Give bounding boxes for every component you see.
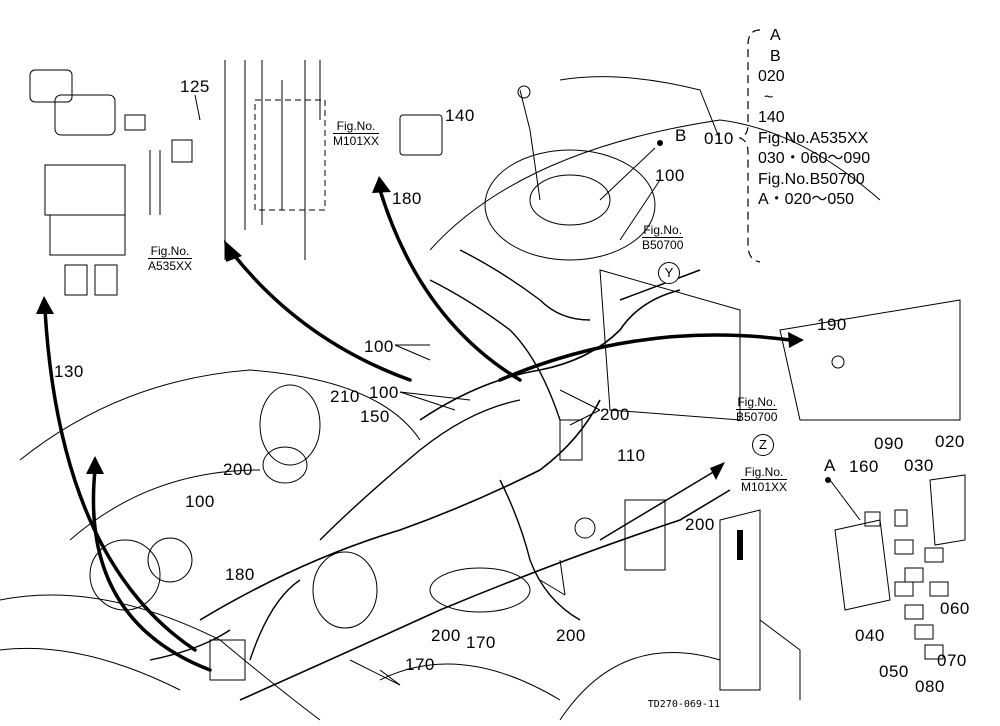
part-number-200: 200 (223, 460, 253, 479)
part-number-140: 140 (445, 106, 475, 125)
part-number-080: 080 (915, 677, 945, 696)
legend-line: ~ (764, 88, 774, 106)
fig-ref-a535xx: Fig.No. A535XX (148, 244, 193, 273)
legend-line: A (770, 27, 781, 44)
legend-line: Fig.No.A535XX (758, 129, 869, 147)
part-number-170: 170 (466, 633, 496, 652)
part-number-150: 150 (360, 407, 390, 426)
part-number-110: 200 (600, 405, 630, 424)
group-label-010: 010 (704, 129, 734, 148)
legend-line: 030・060〜090 (758, 150, 871, 167)
part-number-070: 070 (937, 651, 967, 670)
legend-line: B (770, 47, 781, 65)
part-number-190: 190 (817, 315, 847, 334)
part-number-050: 050 (879, 662, 909, 681)
legend-line: 140 (758, 109, 785, 126)
part-number-110: 200 (431, 626, 461, 645)
drawing-code: TD270-069-11 (647, 699, 720, 710)
fig-ref-m101xx-upper: Fig.No. M101XX (333, 119, 380, 148)
fig-ref-m101xx-lower: Fig.No. M101XX (741, 465, 788, 494)
fig-ref-b50700-lower: Fig.No. B50700 (736, 395, 778, 424)
legend-line: 020 (758, 68, 785, 85)
part-number-100: 100 (369, 383, 399, 402)
part-number-100: 100 (655, 166, 685, 185)
legend-line: A・020〜050 (758, 191, 855, 208)
connector-marker-y: Y (658, 262, 680, 284)
part-number-110: 200 (556, 626, 586, 645)
section-letter-b: B (675, 126, 687, 145)
part-number-125: 125 (180, 77, 210, 96)
part-number-100: 100 (185, 492, 215, 511)
part-number-030: 030 (904, 456, 934, 475)
legend-line: Fig.No.B50700 (758, 170, 865, 188)
part-number-180: 180 (225, 565, 255, 584)
part-number-110: 200 (685, 515, 715, 534)
part-number-120: 110 (617, 446, 646, 465)
section-letter-a: A (824, 456, 836, 475)
part-number-210: 210 (330, 387, 360, 406)
part-number-020: 020 (935, 432, 965, 451)
part-number-100: 100 (364, 337, 394, 356)
connector-marker-z: Z (752, 434, 774, 456)
part-number-130: 130 (54, 362, 84, 381)
part-number-180: 180 (392, 189, 422, 208)
part-number-090: 090 (874, 434, 904, 453)
part-number-160: 160 (849, 457, 879, 476)
part-number-170: 170 (405, 655, 435, 674)
fig-ref-b50700-upper: Fig.No. B50700 (642, 223, 684, 252)
part-number-060: 060 (940, 599, 970, 618)
part-number-040: 040 (855, 626, 885, 645)
group-contents-list: A B 020 ~ 140 Fig.No.A535XX 030・060〜090 … (758, 26, 870, 211)
